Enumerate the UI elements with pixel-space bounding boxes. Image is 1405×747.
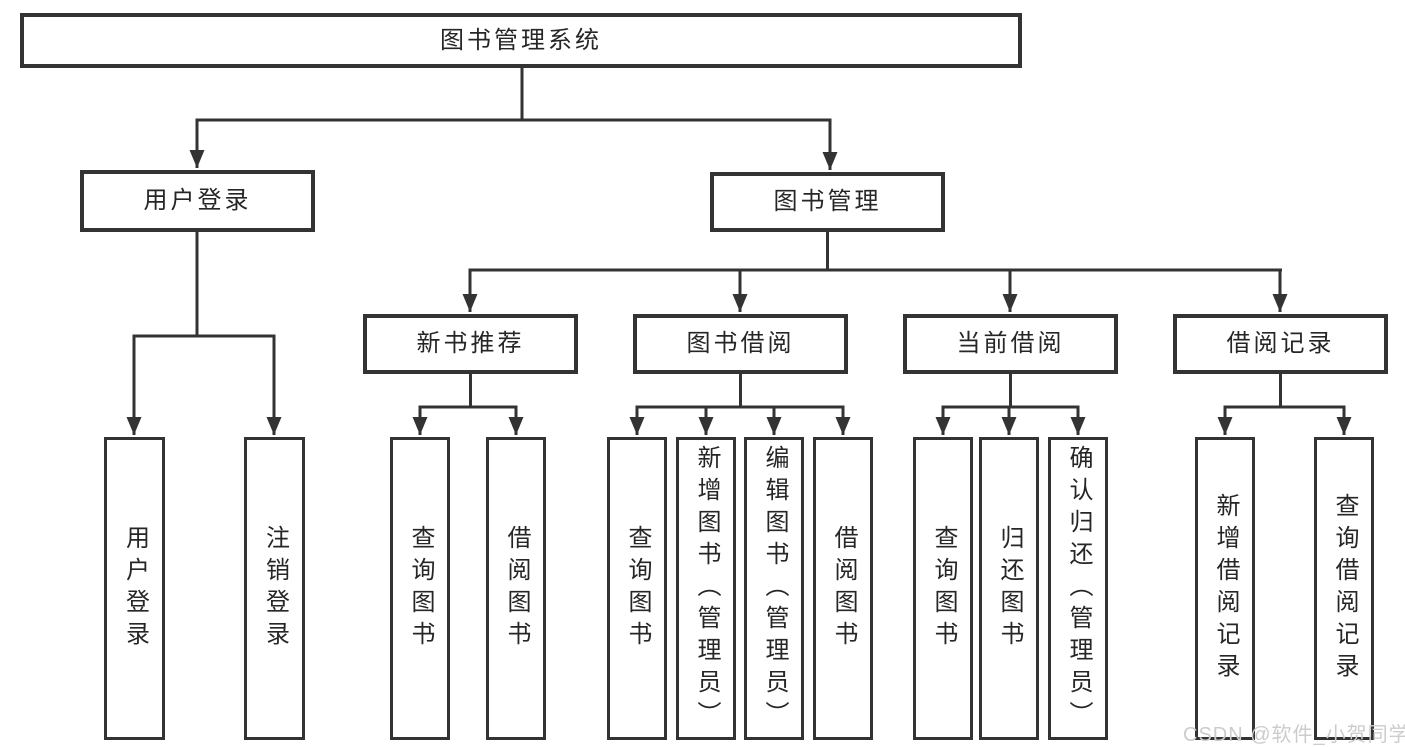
node-root: 图书管理系统	[20, 13, 1022, 68]
node-br-query-record-label: 查询借阅记录	[1331, 492, 1358, 685]
node-nbr-query-book: 查询图书	[390, 437, 450, 740]
node-logout-label: 注销登录	[261, 524, 289, 653]
node-br-add-record: 新增借阅记录	[1195, 437, 1255, 740]
node-new-book-recommend: 新书推荐	[363, 314, 578, 374]
node-bb-add-book: 新增图书（管理员）	[676, 437, 736, 740]
node-book-management-label: 图书管理	[773, 188, 882, 215]
node-borrow-record: 借阅记录	[1173, 314, 1388, 374]
node-logout: 注销登录	[244, 437, 305, 740]
node-bb-add-book-label: 新增图书（管理员）	[693, 444, 720, 733]
node-br-add-record-label: 新增借阅记录	[1212, 492, 1239, 685]
node-cb-confirm-return-label: 确认归还（管理员）	[1065, 444, 1092, 733]
node-new-book-recommend-label: 新书推荐	[416, 330, 525, 357]
node-cb-confirm-return: 确认归还（管理员）	[1048, 437, 1108, 740]
node-current-borrow: 当前借阅	[903, 314, 1118, 374]
node-nbr-borrow-book: 借阅图书	[486, 437, 546, 740]
node-login: 用户登录	[104, 437, 165, 740]
node-nbr-query-book-label: 查询图书	[407, 524, 434, 653]
node-cb-return-book: 归还图书	[979, 437, 1039, 740]
node-user-login: 用户登录	[80, 170, 315, 232]
node-bb-edit-book: 编辑图书（管理员）	[744, 437, 804, 740]
node-login-label: 用户登录	[121, 524, 149, 653]
node-borrow-record-label: 借阅记录	[1226, 330, 1335, 357]
node-book-management: 图书管理	[710, 172, 945, 232]
node-bb-edit-book-label: 编辑图书（管理员）	[761, 444, 788, 733]
node-bb-query-book-label: 查询图书	[624, 524, 651, 653]
watermark: CSDN @软件_小贺同学	[1183, 724, 1405, 746]
node-bb-borrow-book-label: 借阅图书	[830, 524, 857, 653]
node-nbr-borrow-book-label: 借阅图书	[503, 524, 530, 653]
node-root-label: 图书管理系统	[440, 26, 602, 54]
node-current-borrow-label: 当前借阅	[956, 330, 1065, 357]
node-bb-borrow-book: 借阅图书	[813, 437, 873, 740]
node-bb-query-book: 查询图书	[607, 437, 667, 740]
node-book-borrow: 图书借阅	[633, 314, 848, 374]
node-cb-return-book-label: 归还图书	[996, 524, 1023, 653]
node-book-borrow-label: 图书借阅	[686, 330, 795, 357]
node-cb-query-book-label: 查询图书	[930, 524, 957, 653]
node-br-query-record: 查询借阅记录	[1314, 437, 1374, 740]
node-user-login-label: 用户登录	[143, 187, 252, 214]
node-cb-query-book: 查询图书	[913, 437, 973, 740]
